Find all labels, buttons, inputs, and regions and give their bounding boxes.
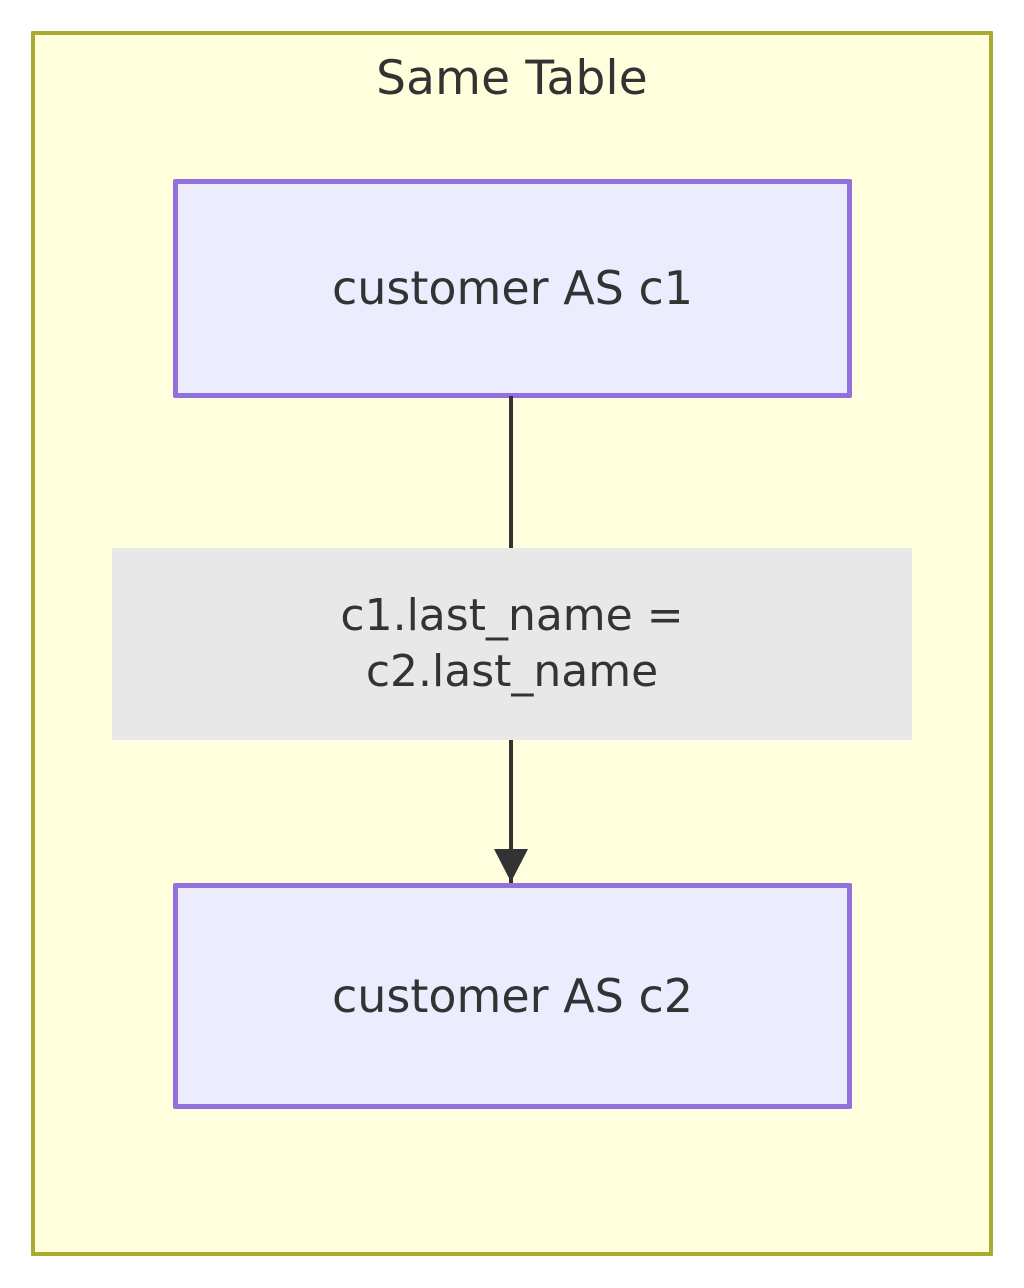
node-customer-as-c2[interactable]: customer AS c2 [173, 883, 852, 1109]
subgraph-title: Same Table [376, 51, 648, 106]
node-customer-as-c1[interactable]: customer AS c1 [173, 179, 852, 398]
edge-label-line-1: c1.last_name = [340, 589, 684, 641]
node-label: customer AS c2 [331, 968, 694, 1023]
edge-label-join-condition: c1.last_name = c2.last_name [112, 548, 912, 740]
edge-label-line-2: c2.last_name [365, 646, 659, 697]
arrowhead-down-icon [494, 849, 528, 882]
node-label: customer AS c1 [331, 261, 694, 316]
